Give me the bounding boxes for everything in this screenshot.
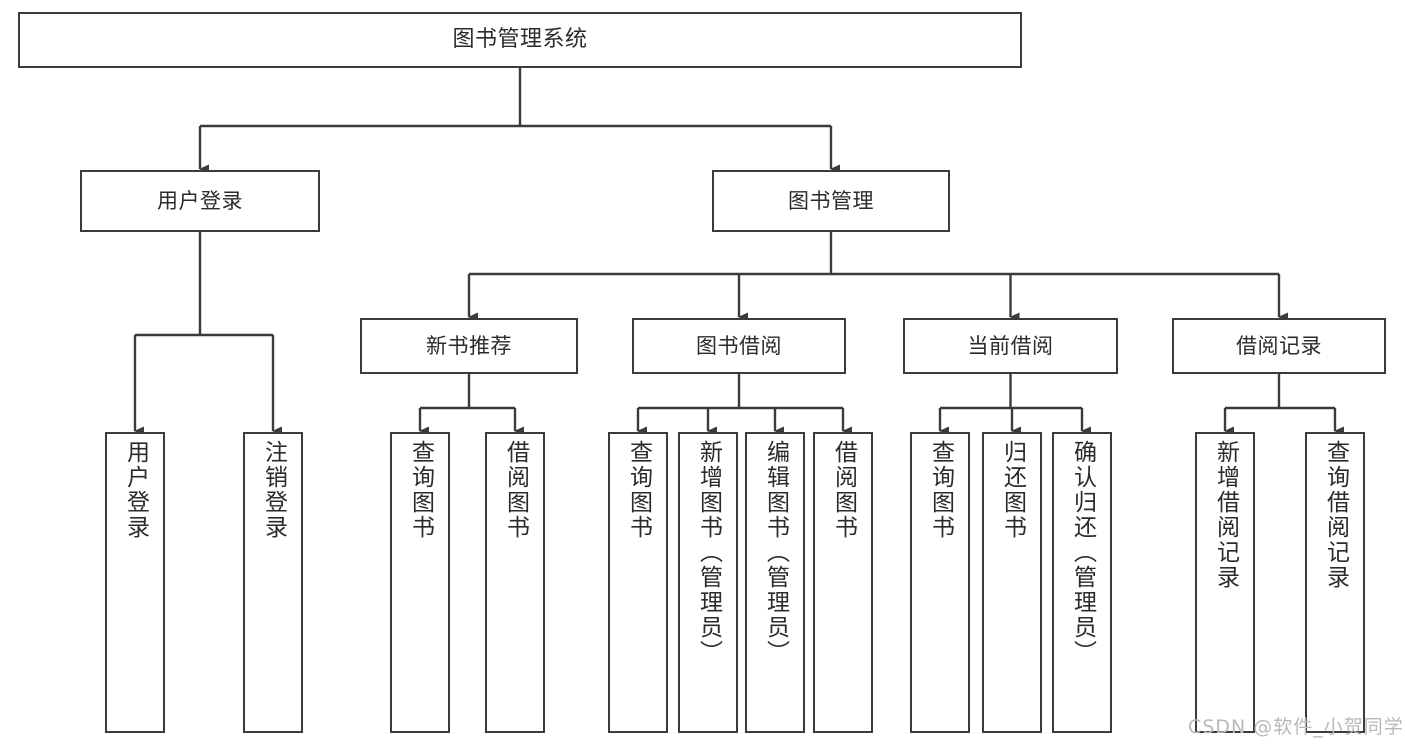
node-l-query3: 查询图书 bbox=[910, 432, 970, 733]
node-l-borrow2: 借阅图书 bbox=[813, 432, 873, 733]
node-l-query1: 查询图书 bbox=[390, 432, 450, 733]
node-label: 查询图书 bbox=[625, 440, 652, 540]
node-l-queryrecord: 查询借阅记录 bbox=[1305, 432, 1365, 733]
node-root: 图书管理系统 bbox=[18, 12, 1022, 68]
node-label: 用户登录 bbox=[122, 440, 149, 540]
node-label: 当前借阅 bbox=[967, 333, 1054, 358]
node-label: 借阅记录 bbox=[1236, 333, 1322, 358]
node-label: 查询借阅记录 bbox=[1322, 440, 1349, 590]
node-n-current: 当前借阅 bbox=[903, 318, 1118, 374]
node-label: 查询图书 bbox=[407, 440, 434, 540]
node-n-borrow: 图书借阅 bbox=[632, 318, 846, 374]
node-l-editbook: 编辑图书（管理员） bbox=[745, 432, 805, 733]
node-l-query2: 查询图书 bbox=[608, 432, 668, 733]
node-label: 归还图书 bbox=[999, 440, 1026, 540]
node-label: 编辑图书（管理员） bbox=[762, 440, 789, 665]
node-n-newbook: 新书推荐 bbox=[360, 318, 578, 374]
node-label: 查询图书 bbox=[927, 440, 954, 540]
node-l-userlogin: 用户登录 bbox=[105, 432, 165, 733]
node-label: 新书推荐 bbox=[426, 333, 512, 358]
node-label: 新增借阅记录 bbox=[1212, 440, 1239, 590]
node-l-addbook: 新增图书（管理员） bbox=[678, 432, 738, 733]
node-label: 图书管理系统 bbox=[452, 27, 588, 53]
node-label: 用户登录 bbox=[157, 188, 243, 213]
node-n-manage: 图书管理 bbox=[712, 170, 950, 232]
node-l-logout: 注销登录 bbox=[243, 432, 303, 733]
node-l-confirm: 确认归还（管理员） bbox=[1052, 432, 1112, 733]
node-l-borrow1: 借阅图书 bbox=[485, 432, 545, 733]
node-label: 确认归还（管理员） bbox=[1069, 440, 1096, 665]
node-label: 注销登录 bbox=[260, 440, 287, 540]
node-n-login: 用户登录 bbox=[80, 170, 320, 232]
node-label: 新增图书（管理员） bbox=[695, 440, 722, 665]
node-label: 借阅图书 bbox=[830, 440, 857, 540]
node-l-return: 归还图书 bbox=[982, 432, 1042, 733]
node-label: 图书借阅 bbox=[696, 333, 782, 358]
node-label: 图书管理 bbox=[788, 188, 874, 213]
node-n-record: 借阅记录 bbox=[1172, 318, 1386, 374]
node-l-addrecord: 新增借阅记录 bbox=[1195, 432, 1255, 733]
node-label: 借阅图书 bbox=[502, 440, 529, 540]
